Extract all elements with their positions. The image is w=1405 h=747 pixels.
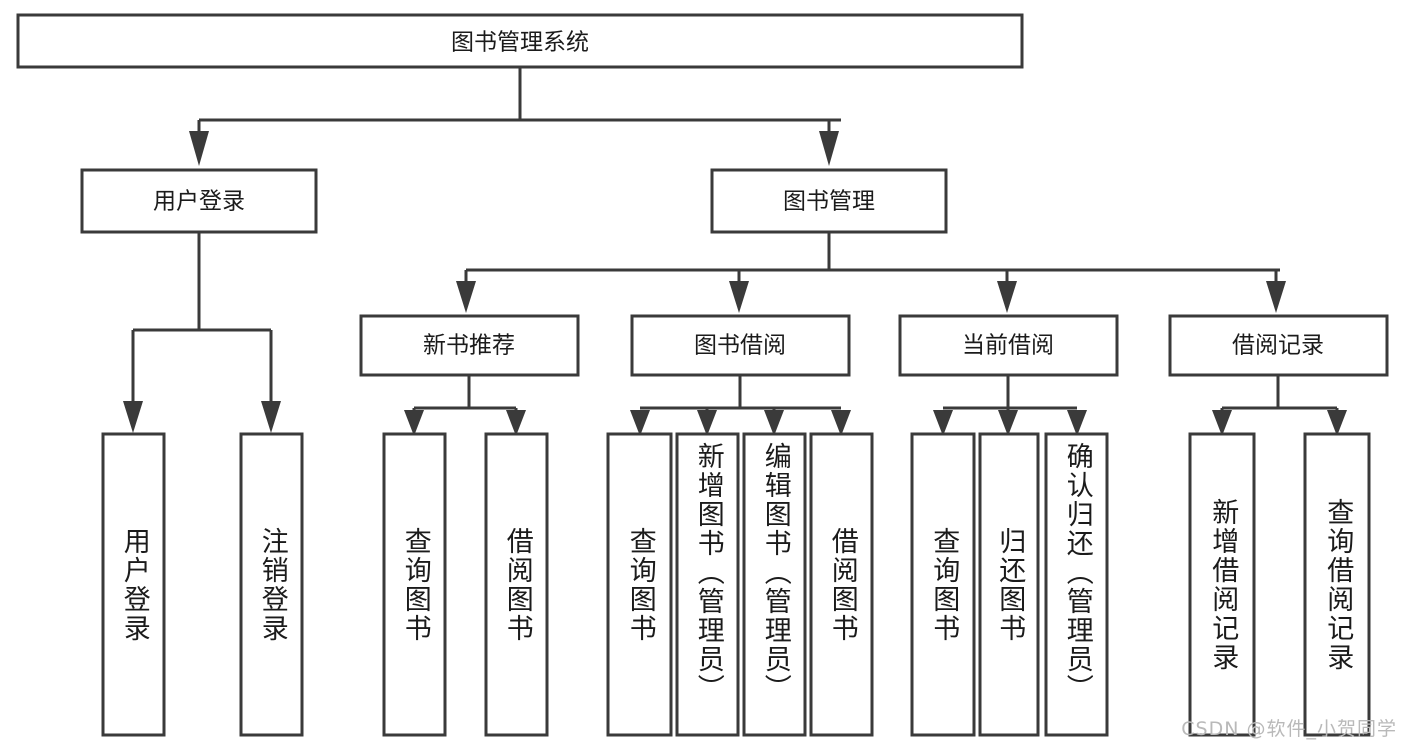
leaf-box-add-borrow-record[interactable] [1188, 432, 1256, 737]
arrow-head-leaf-add-book [697, 410, 717, 436]
arrow-head-leaf-query-record [1327, 410, 1347, 436]
leaf-box-add-book-admin[interactable] [675, 432, 740, 737]
node-user-login-label: 用户登录 [153, 189, 245, 215]
leaf-box-query-book-1[interactable] [382, 432, 447, 737]
node-root[interactable] [16, 13, 1024, 69]
leaf-box-borrow-book-2[interactable] [809, 432, 874, 737]
node-new-book-recommend-label: 新书推荐 [423, 333, 515, 359]
connectors-book-borrow-to-leaves [630, 375, 851, 436]
arrow-head-user-login [189, 131, 209, 166]
connectors-user-login-to-leaves [123, 232, 281, 433]
arrow-head-book-borrow [729, 281, 749, 313]
node-book-borrow[interactable] [630, 314, 851, 377]
leaf-box-edit-book-admin[interactable] [742, 432, 807, 737]
arrow-head-leaf-add-record [1212, 410, 1232, 436]
connectors-current-borrow-to-leaves [933, 375, 1087, 436]
leaf-box-query-borrow-record[interactable] [1303, 432, 1371, 737]
arrow-head-leaf-confirm-return [1067, 410, 1087, 436]
connectors-book-mgmt-to-level2 [456, 232, 1286, 313]
arrow-head-leaf-query-book-2 [630, 410, 650, 436]
leaf-box-logout[interactable] [239, 432, 304, 737]
node-user-login[interactable] [80, 168, 318, 234]
csdn-watermark: CSDN @软件_小贺同学 [1181, 718, 1397, 740]
leaf-box-return-book[interactable] [978, 432, 1040, 737]
leaf-box-user-login[interactable] [101, 432, 166, 737]
arrow-head-leaf-borrow-book-2 [831, 410, 851, 436]
leaf-box-query-book-2[interactable] [606, 432, 673, 737]
arrow-head-leaf-borrow-book-1 [506, 410, 526, 436]
node-root-label: 图书管理系统 [451, 30, 589, 56]
node-book-management[interactable] [710, 168, 948, 234]
arrow-head-leaf-edit-book [764, 410, 784, 436]
arrow-head-book-mgmt [819, 131, 839, 166]
connectors-borrow-record-to-leaves [1212, 375, 1347, 436]
arrow-head-current-borrow [997, 281, 1017, 313]
leaf-box-borrow-book-1[interactable] [484, 432, 549, 737]
connectors-root-to-level1 [189, 66, 841, 166]
node-book-management-label: 图书管理 [783, 189, 875, 215]
connectors-new-book-to-leaves [404, 375, 526, 436]
node-book-borrow-label: 图书借阅 [694, 333, 786, 359]
arrow-head-leaf-query-book-1 [404, 410, 424, 436]
node-current-borrow[interactable] [898, 314, 1119, 377]
node-new-book-recommend[interactable] [359, 314, 580, 377]
node-current-borrow-label: 当前借阅 [962, 333, 1054, 359]
arrow-head-leaf-return-book [998, 410, 1018, 436]
arrow-head-leaf-user-login [123, 401, 143, 433]
node-borrow-record-label: 借阅记录 [1232, 333, 1324, 359]
node-borrow-record[interactable] [1168, 314, 1389, 377]
arrow-head-leaf-logout [261, 401, 281, 433]
leaf-box-confirm-return-admin[interactable] [1044, 432, 1109, 737]
arrow-head-borrow-record [1266, 281, 1286, 313]
arrow-head-leaf-query-book-3 [933, 410, 953, 436]
arrow-head-new-book-recommend [456, 281, 476, 313]
leaf-box-query-book-3[interactable] [910, 432, 976, 737]
